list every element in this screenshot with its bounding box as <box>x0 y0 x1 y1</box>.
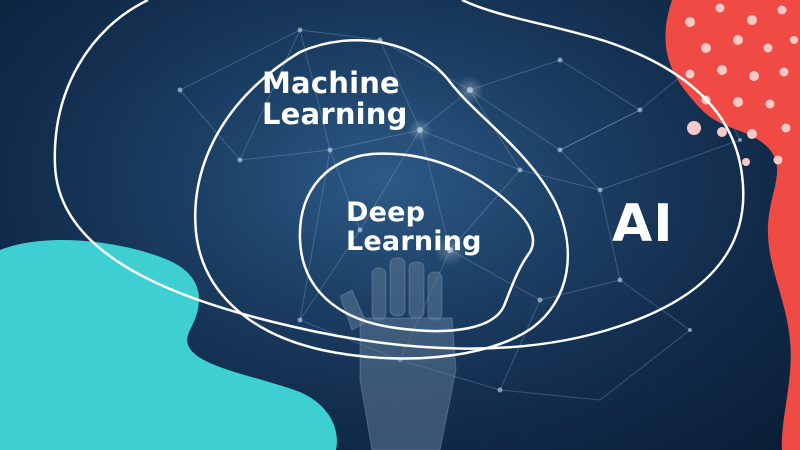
deep-learning-label: Deep Learning <box>346 198 482 256</box>
pink-dot-pattern <box>685 3 798 166</box>
deep-learning-label-line-2: Learning <box>346 226 482 258</box>
deep-learning-set-outline <box>298 152 535 333</box>
ai-label: AI <box>612 194 674 254</box>
red-blob <box>665 0 800 450</box>
cyan-blob <box>0 239 337 450</box>
machine-learning-label-line-2: Learning <box>262 97 408 132</box>
deep-learning-label-line-1: Deep <box>346 197 426 228</box>
machine-learning-label: Machine Learning <box>262 66 408 132</box>
machine-learning-label-line-1: Machine <box>262 66 400 100</box>
ai-set-outline <box>53 0 745 350</box>
machine-learning-set-outline <box>194 39 570 360</box>
